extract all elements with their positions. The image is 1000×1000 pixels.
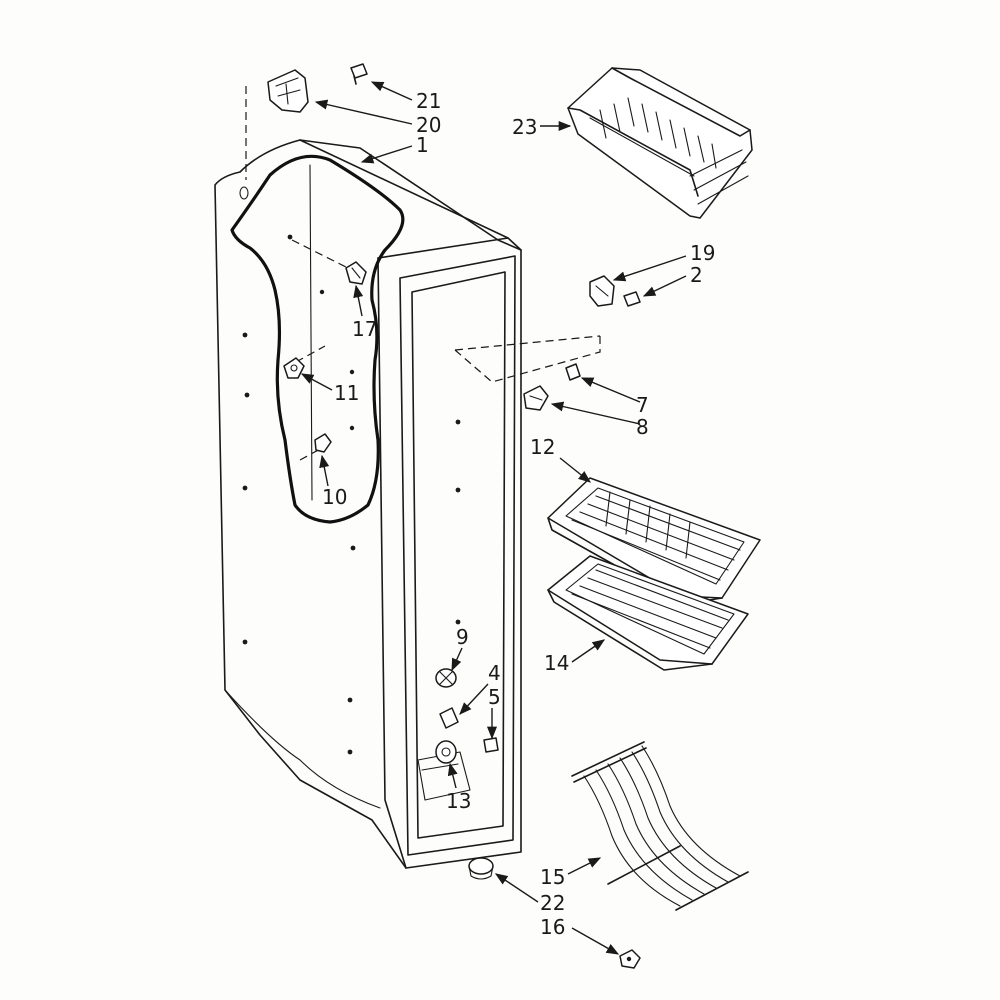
label-12: 12: [530, 435, 555, 459]
label-14: 14: [544, 651, 569, 675]
screw-part-21: [350, 63, 368, 85]
leader-17: [291, 239, 353, 271]
foot-part-16: [619, 949, 641, 969]
label-19: 19: [690, 241, 715, 265]
bracket-part-4: [439, 707, 459, 729]
freezer-liner: [214, 139, 522, 869]
label-9: 9: [456, 625, 469, 649]
label-23: 23: [512, 115, 537, 139]
label-5: 5: [488, 685, 501, 709]
bracket-part-20: [267, 69, 309, 113]
clip-part-17: [345, 261, 367, 285]
wire-rack-part-15: [571, 741, 749, 911]
label-22: 22: [540, 891, 565, 915]
label-2: 2: [690, 263, 703, 287]
fastener-part-10: [314, 433, 332, 453]
label-7: 7: [636, 393, 649, 417]
cap-part-22: [468, 857, 494, 880]
bracket-part-8: [523, 385, 549, 411]
label-1: 1: [416, 133, 429, 157]
plug-part-5: [483, 737, 499, 753]
label-21: 21: [416, 89, 441, 113]
fitting-part-13: [435, 740, 457, 764]
label-17: 17: [352, 317, 377, 341]
label-11: 11: [334, 381, 359, 405]
label-15: 15: [540, 865, 565, 889]
storage-bin-part-23: [567, 67, 753, 219]
label-20: 20: [416, 113, 441, 137]
callout-arrows: [300, 81, 687, 955]
leader-11: [295, 345, 326, 363]
shelf-part-14: [547, 555, 749, 671]
label-10: 10: [322, 485, 347, 509]
screw-part-2: [623, 291, 641, 307]
fastener-part-11: [283, 357, 305, 379]
label-16: 16: [540, 915, 565, 939]
label-13: 13: [446, 789, 471, 813]
part-labels: 21 20 1 23 19 2 17 11 7 8 12 10 9 14 4 5…: [322, 89, 715, 939]
clip-part-19: [589, 275, 615, 307]
fitting-part-9: [435, 668, 457, 688]
clip-part-7: [565, 363, 581, 381]
label-4: 4: [488, 661, 501, 685]
label-8: 8: [636, 415, 649, 439]
leader-7: [454, 335, 601, 383]
